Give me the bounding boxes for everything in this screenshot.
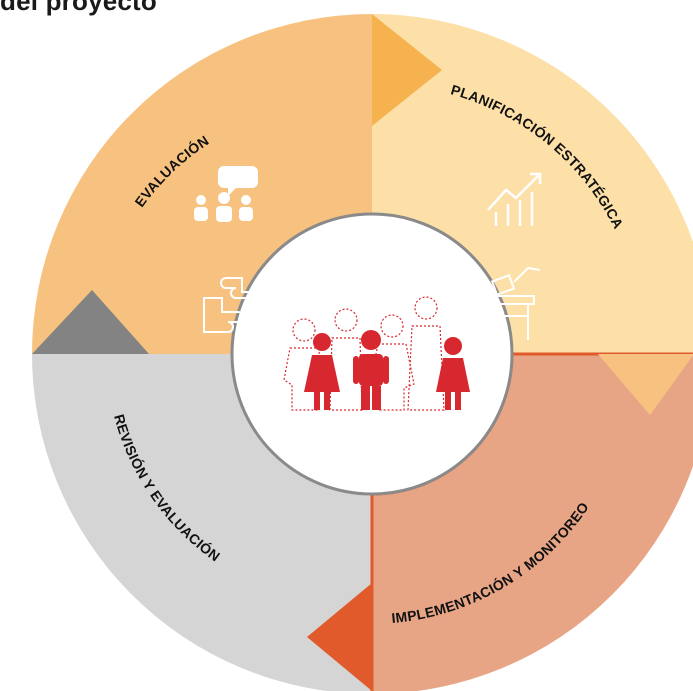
arrowhead-right: [598, 354, 693, 415]
handshake-icon: [203, 277, 261, 333]
page-title: del proyecto: [0, 0, 157, 16]
segment-planificacion: [372, 14, 693, 354]
arrowhead-bottom: [307, 583, 372, 691]
segment-implementacion: [372, 354, 693, 691]
people-speech-icon: [194, 166, 258, 222]
segment-revision: [32, 354, 372, 691]
arrowhead-top: [372, 14, 442, 126]
family-group-icon: [283, 296, 470, 411]
ballot-box-icon: [481, 266, 541, 340]
segment-evaluacion: [32, 14, 372, 354]
arrowhead-left: [32, 290, 149, 354]
growth-chart-icon: [487, 172, 542, 226]
